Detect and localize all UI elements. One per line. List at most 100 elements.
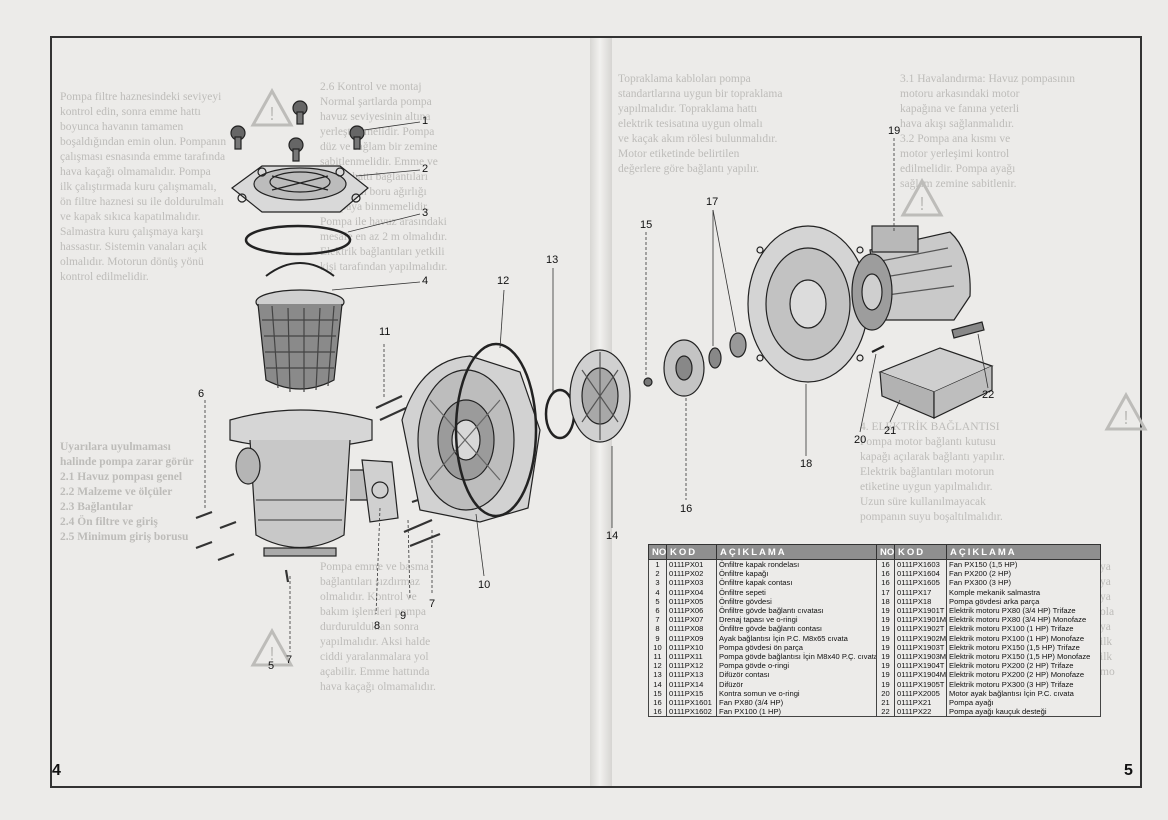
part-code: 0111PX1604: [894, 569, 947, 579]
pump-housing-back: [747, 225, 869, 383]
callout-label: 9: [400, 610, 407, 622]
callout-label: 19: [888, 125, 901, 137]
part-code: 0111PX11: [666, 651, 717, 662]
part-no: 19: [876, 633, 895, 643]
ghost-text-left-3: Uyarılara uyulmaması halinde pompa zarar…: [60, 441, 194, 543]
ghost-text-left-4: Pompa emme ve basma bağlantıları sızdırm…: [320, 561, 436, 693]
part-code: 0111PX04: [666, 587, 717, 597]
part-no: 21: [876, 697, 895, 707]
part-no: 5: [648, 596, 667, 606]
part-code: 0111PX01: [666, 559, 717, 570]
part-description: Elektrik motoru PX80 (3/4 HP) Monofaze: [946, 615, 1101, 625]
part-description: Kontra somun ve o-ringi: [716, 688, 877, 698]
part-code: 0111PX1903M: [894, 651, 947, 662]
part-no: 12: [648, 661, 667, 671]
part-description: Fan PX200 (2 HP): [946, 569, 1101, 579]
part-description: Ayak bağlantısı İçin P.C. M8x65 cıvata: [716, 633, 877, 643]
part-no: 6: [648, 605, 667, 616]
callout-label: 21: [884, 425, 897, 437]
svg-text:!: !: [269, 644, 274, 664]
part-no: 19: [876, 661, 895, 671]
part-code: 0111PX08: [666, 624, 717, 634]
part-description: Difüzör contası: [716, 670, 877, 680]
part-no: 20: [876, 688, 895, 698]
part-code: 0111PX14: [666, 679, 717, 689]
part-no: 13: [648, 670, 667, 680]
part-code: 0111PX1904T: [894, 661, 947, 671]
part-description: Önfiltre sepeti: [716, 587, 877, 597]
part-description: Difüzör: [716, 679, 877, 689]
part-no: 16: [648, 707, 667, 718]
part-code: 0111PX1602: [666, 707, 717, 718]
part-no: 19: [876, 670, 895, 680]
part-no: 3: [648, 578, 667, 588]
ghost-text-right-3: 4. ELEKTRİK BAĞLANTISI Pompa motor bağla…: [860, 421, 1005, 523]
part-description: Pompa ayağı: [946, 697, 1101, 707]
electric-motor: [851, 225, 971, 331]
ghost-text-right-1: Topraklama kabloları pompa standartların…: [618, 73, 783, 175]
part-description: Elektrik motoru PX100 (1 HP) Monofaze: [946, 633, 1101, 643]
ghost-text-right-4: ya ya ya ola ya ilk ilk mo: [1100, 561, 1115, 678]
svg-text:!: !: [919, 194, 924, 214]
part-description: Önfiltre gövde bağlantı contası: [716, 624, 877, 634]
impeller: [643, 339, 705, 397]
part-description: Pompa gövde bağlantısı İçin M8x40 P.Ç. c…: [716, 651, 877, 662]
pump-housing-front: [401, 355, 541, 523]
part-description: Elektrik motoru PX150 (1,5 HP) Monofaze: [946, 651, 1101, 662]
part-code: 0111PX1902M: [894, 633, 947, 643]
callout-label: 1: [422, 115, 429, 127]
part-description: Elektrik motoru PX100 (1 HP) Trifaze: [946, 624, 1101, 634]
part-description: Önfiltre kapağı: [716, 569, 877, 579]
part-code: 0111PX1903T: [894, 642, 947, 652]
ghost-text-left-2: 2.6 Kontrol ve montaj Normal şartlarda p…: [320, 81, 448, 273]
part-description: Drenaj tapası ve o-ringi: [716, 615, 877, 625]
leader-lines: [204, 121, 989, 652]
callout-label: 7: [286, 654, 293, 666]
part-code: 0111PX17: [894, 587, 947, 597]
column-header: NO: [876, 544, 895, 560]
part-description: Elektrik motoru PX150 (1,5 HP) Trifaze: [946, 642, 1101, 652]
part-code: 0111PX1902T: [894, 624, 947, 634]
part-no: 1: [648, 559, 667, 570]
part-description: Elektrik motoru PX200 (2 HP) Trifaze: [946, 661, 1101, 671]
table-header-row: NO KOD AÇIKLAMA NO KOD AÇIKLAMA: [648, 544, 1101, 560]
callout-label: 3: [422, 207, 429, 219]
page-frame: [50, 36, 1142, 788]
part-code: 0111PX15: [666, 688, 717, 698]
callout-label: 20: [854, 434, 867, 446]
page-number-right: 5: [1124, 762, 1133, 779]
part-description: Motor ayak bağlantısı İçin P.C. cıvata: [946, 688, 1101, 698]
part-code: 0111PX1601: [666, 697, 717, 707]
part-no: 19: [876, 651, 895, 662]
callout-label: 5: [268, 660, 275, 672]
part-no: 17: [876, 587, 895, 597]
part-no: 18: [876, 596, 895, 606]
base-gasket: [361, 459, 399, 523]
callout-label: 18: [800, 458, 813, 470]
part-description: Pompa gövdesi arka parça: [946, 596, 1101, 606]
part-description: Elektrik motoru PX80 (3/4 HP) Trifaze: [946, 605, 1101, 616]
mechanical-seal: [708, 332, 747, 369]
part-no: 19: [876, 624, 895, 634]
part-code: 0111PX21: [894, 697, 947, 707]
part-no: 16: [876, 578, 895, 588]
callout-label: 15: [640, 219, 653, 231]
diffuser: [569, 349, 631, 443]
part-no: 19: [876, 679, 895, 689]
callout-label: 10: [478, 579, 491, 591]
housing-o-ring: [454, 342, 538, 518]
callout-label: 2: [422, 163, 429, 175]
part-code: 0111PX1905T: [894, 679, 947, 689]
prefilter-basket: [255, 262, 345, 393]
warning-icon: !: [1104, 392, 1148, 431]
prefilter-cover: [231, 165, 369, 213]
part-description: Pompa ayağı kauçuk desteği: [946, 707, 1101, 718]
part-code: 0111PX18: [894, 596, 947, 606]
